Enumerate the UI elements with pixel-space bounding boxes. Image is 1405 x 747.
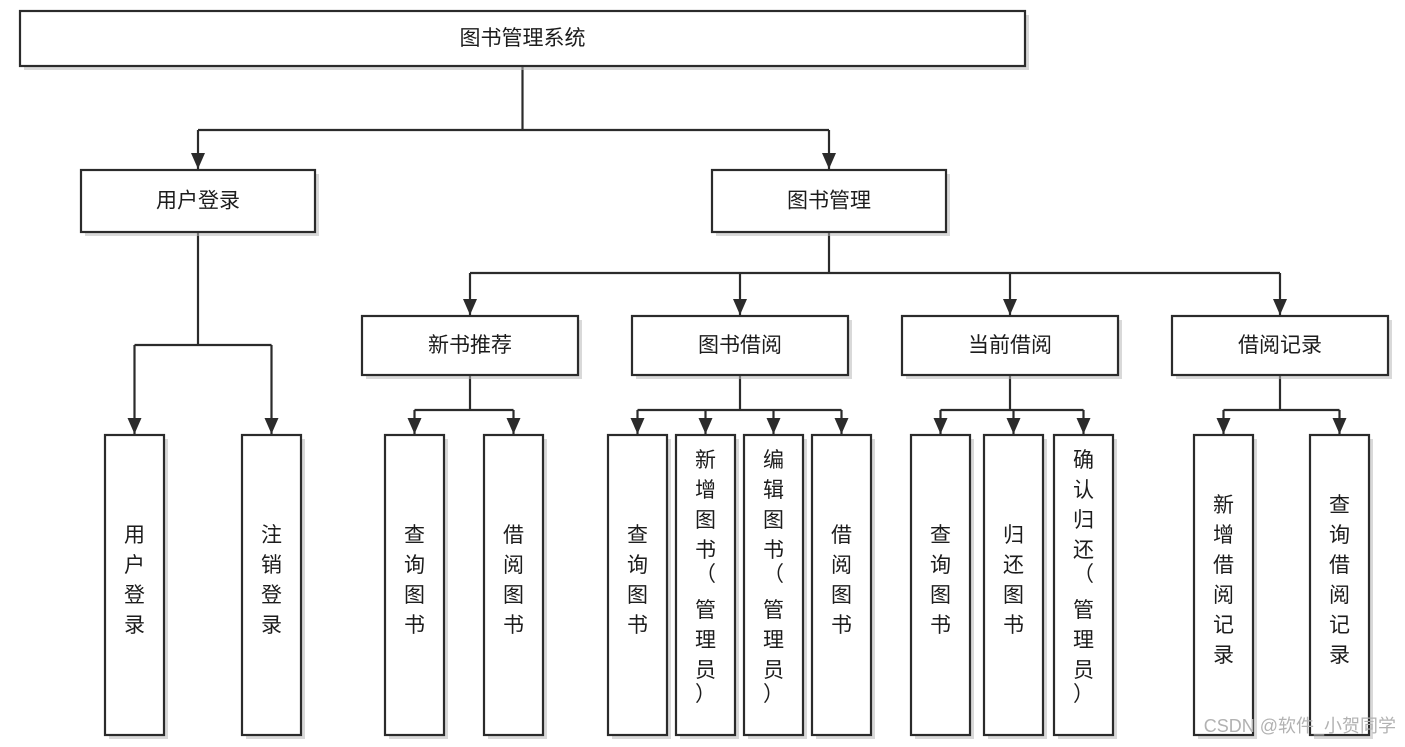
node-leaf-query-book-1-label: 查询图书 (404, 524, 425, 637)
node-leaf-query-book-3[interactable]: 查询图书 (909, 433, 974, 739)
node-current-borrow-label: 当前借阅 (968, 334, 1052, 357)
leafbus-new-book-recommend-arrow (407, 418, 422, 434)
leafbus-user-login-arrow (264, 418, 279, 434)
node-leaf-user-logout[interactable]: 注销登录 (240, 433, 305, 739)
leafbus-borrow-record-arrow (1332, 418, 1347, 434)
leafbus-book-borrow-arrow (630, 418, 645, 434)
leafbus-current-borrow-arrow (1006, 418, 1021, 434)
root-to-l2-arrow (191, 153, 205, 169)
leafbus-new-book-recommend-arrow (506, 418, 521, 434)
node-leaf-query-book-2-label: 查询图书 (627, 524, 648, 637)
node-leaf-add-book-admin-label: 新增图书（管理员） (695, 449, 716, 706)
leafbus-user-login-arrow (127, 418, 142, 434)
leafbus-book-borrow-arrow (834, 418, 849, 434)
node-leaf-borrow-book-2[interactable]: 借阅图书 (810, 433, 875, 739)
nodes-layer: 图书管理系统用户登录图书管理新书推荐图书借阅当前借阅借阅记录用户登录注销登录查询… (18, 9, 1392, 739)
node-leaf-borrow-book-1-label: 借阅图书 (503, 524, 524, 637)
node-user-login[interactable]: 用户登录 (79, 168, 319, 236)
node-book-manage[interactable]: 图书管理 (710, 168, 950, 236)
node-leaf-confirm-return-admin[interactable]: 确认归还（管理员） (1052, 433, 1117, 739)
node-book-borrow-label: 图书借阅 (698, 334, 782, 357)
node-leaf-query-book-2[interactable]: 查询图书 (606, 433, 671, 739)
node-book-borrow[interactable]: 图书借阅 (630, 314, 852, 379)
node-leaf-user-login-label: 用户登录 (124, 524, 145, 637)
node-leaf-edit-book-admin[interactable]: 编辑图书（管理员） (742, 433, 807, 739)
node-leaf-query-borrow-record[interactable]: 查询借阅记录 (1308, 433, 1373, 739)
node-leaf-query-borrow-record-label: 查询借阅记录 (1329, 494, 1350, 667)
bookmanage-to-l3-arrow (463, 299, 477, 315)
node-leaf-query-book-3-label: 查询图书 (930, 524, 951, 637)
bookmanage-to-l3-arrow (1003, 299, 1017, 315)
node-leaf-query-book-1[interactable]: 查询图书 (383, 433, 448, 739)
node-leaf-borrow-book-2-label: 借阅图书 (831, 524, 852, 637)
leafbus-current-borrow-arrow (1076, 418, 1091, 434)
node-leaf-user-login[interactable]: 用户登录 (103, 433, 168, 739)
node-new-book-recommend-label: 新书推荐 (428, 334, 512, 357)
leafbus-book-borrow-arrow (766, 418, 781, 434)
node-leaf-add-borrow-record-label: 新增借阅记录 (1213, 494, 1234, 667)
node-leaf-return-book[interactable]: 归还图书 (982, 433, 1047, 739)
node-leaf-add-borrow-record[interactable]: 新增借阅记录 (1192, 433, 1257, 739)
leafbus-book-borrow-arrow (698, 418, 713, 434)
node-leaf-user-logout-label: 注销登录 (261, 524, 282, 637)
node-current-borrow[interactable]: 当前借阅 (900, 314, 1122, 379)
node-borrow-record-label: 借阅记录 (1238, 334, 1322, 357)
node-root[interactable]: 图书管理系统 (18, 9, 1029, 70)
bookmanage-to-l3-arrow (1273, 299, 1287, 315)
connectors-layer (127, 66, 1347, 434)
bookmanage-to-l3-arrow (733, 299, 747, 315)
leafbus-current-borrow-arrow (933, 418, 948, 434)
node-user-login-label: 用户登录 (156, 190, 240, 213)
node-book-manage-label: 图书管理 (787, 190, 871, 213)
node-leaf-return-book-label: 归还图书 (1003, 524, 1024, 637)
csdn-watermark: CSDN @软件_小贺同学 (1204, 716, 1396, 737)
leafbus-borrow-record-arrow (1216, 418, 1231, 434)
node-root-label: 图书管理系统 (460, 27, 586, 50)
node-new-book-recommend[interactable]: 新书推荐 (360, 314, 582, 379)
node-leaf-confirm-return-admin-label: 确认归还（管理员） (1073, 449, 1094, 706)
node-leaf-edit-book-admin-label: 编辑图书（管理员） (763, 449, 784, 706)
node-leaf-add-book-admin[interactable]: 新增图书（管理员） (674, 433, 739, 739)
node-leaf-borrow-book-1[interactable]: 借阅图书 (482, 433, 547, 739)
root-to-l2-arrow (822, 153, 836, 169)
node-borrow-record[interactable]: 借阅记录 (1170, 314, 1392, 379)
